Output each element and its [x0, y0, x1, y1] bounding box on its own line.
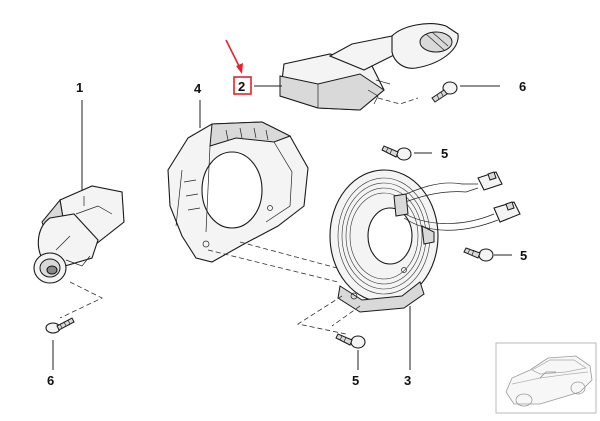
- callout-4: 4: [194, 81, 202, 96]
- callout-6-upper: 6: [519, 79, 526, 94]
- highlight-box: [233, 76, 252, 95]
- callout-2: 2: [238, 79, 245, 94]
- column-switch-part[interactable]: [279, 23, 459, 111]
- callout-3: 3: [404, 373, 411, 388]
- callout-5-right: 5: [520, 248, 527, 263]
- trim-bracket-part[interactable]: [167, 121, 309, 263]
- highlight-arrow-head: [236, 63, 243, 74]
- cable-connector-lower: [493, 201, 521, 223]
- screw-5-right[interactable]: [463, 247, 494, 262]
- screw-5-lower[interactable]: [335, 333, 366, 349]
- callout-5-lower: 5: [352, 373, 359, 388]
- screw-5-upper[interactable]: [381, 145, 412, 161]
- screw-6-lower[interactable]: [45, 317, 75, 334]
- callout-1: 1: [76, 80, 83, 95]
- cable-connector-upper: [477, 171, 503, 191]
- screw-6-upper[interactable]: [431, 81, 458, 103]
- callout-5-upper: 5: [441, 146, 448, 161]
- highlight-arrow: [225, 39, 241, 69]
- callout-6-lower: 6: [47, 373, 54, 388]
- ignition-lock-part[interactable]: [33, 185, 125, 284]
- vehicle-thumbnail: [495, 342, 597, 414]
- clock-spring-part[interactable]: [329, 169, 499, 313]
